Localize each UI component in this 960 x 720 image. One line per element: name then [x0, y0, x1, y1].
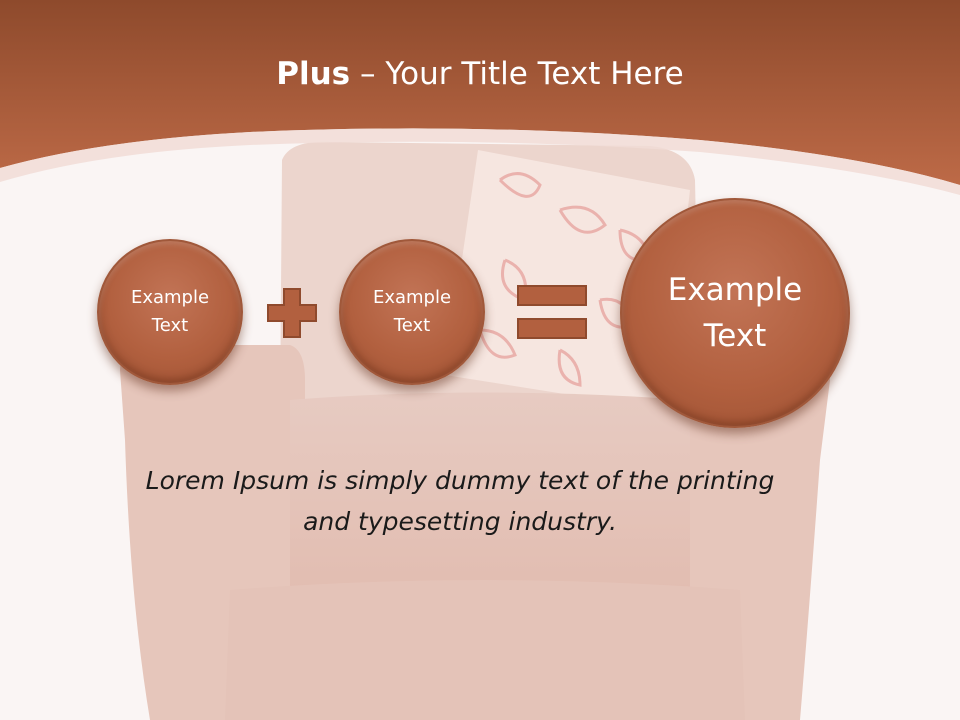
- term1-line2: Text: [151, 315, 189, 336]
- slide-title: Plus – Your Title Text Here: [0, 52, 960, 96]
- term2-circle: Example Text: [339, 239, 485, 385]
- result-line2: Text: [703, 318, 767, 354]
- title-rest-text: – Your Title Text Here: [350, 56, 684, 92]
- equals-icon: [517, 285, 587, 339]
- body-line1: Lorem Ipsum is simply dummy text of the …: [145, 466, 775, 495]
- term1-line1: Example: [130, 287, 210, 308]
- term2-line1: Example: [372, 287, 452, 308]
- result-line1: Example: [667, 272, 803, 308]
- body-line2: and typesetting industry.: [303, 507, 617, 536]
- title-bold-text: Plus: [276, 56, 351, 92]
- result-circle: Example Text: [620, 198, 850, 428]
- term2-line2: Text: [393, 315, 431, 336]
- body-text: Lorem Ipsum is simply dummy text of the …: [80, 460, 840, 542]
- term1-circle: Example Text: [97, 239, 243, 385]
- plus-icon: [267, 288, 317, 338]
